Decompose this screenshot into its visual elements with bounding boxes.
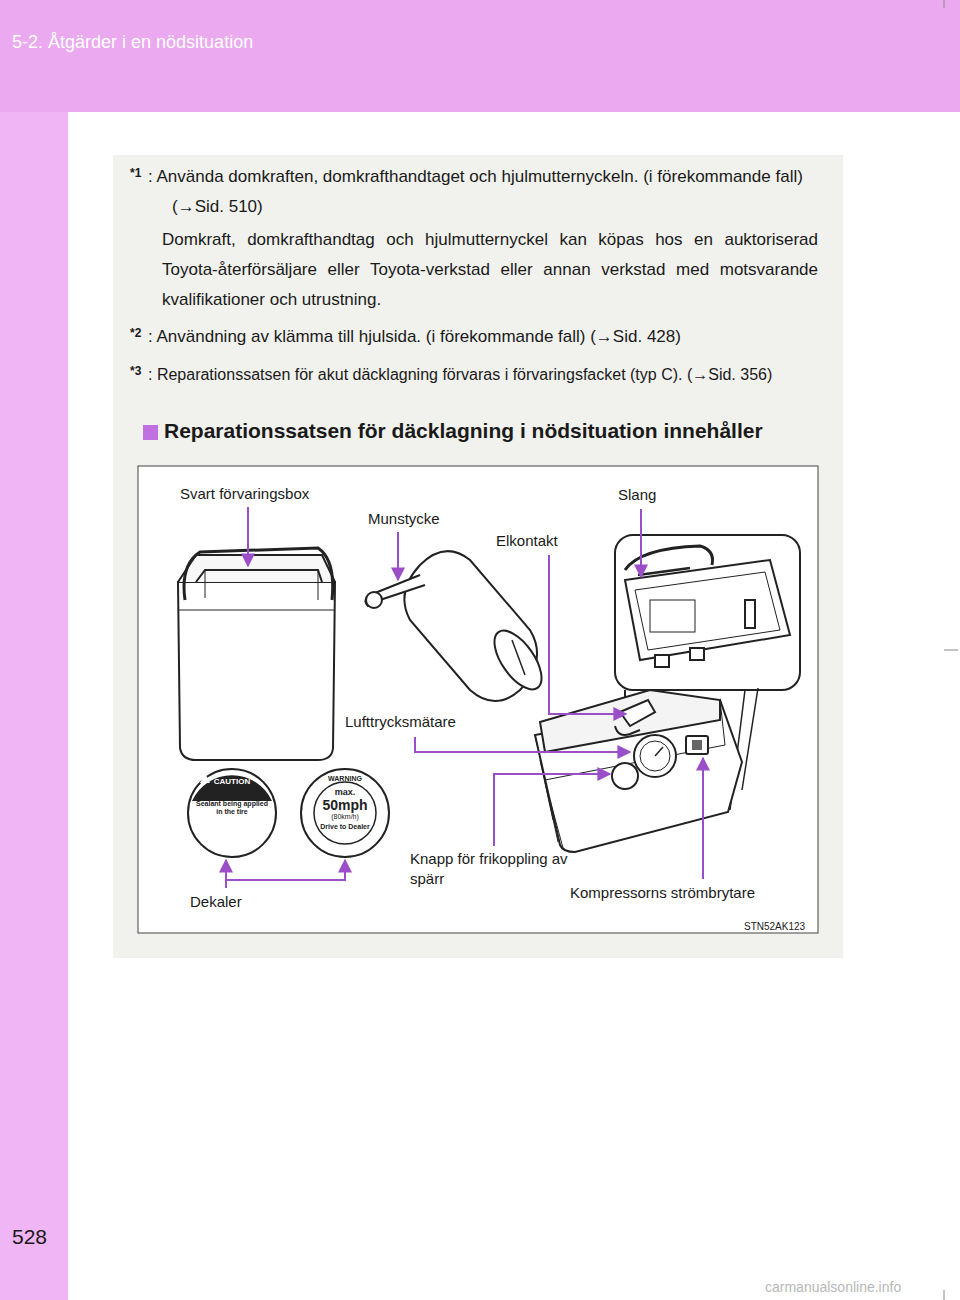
footnote-text: : Använda domkraften, domkrafthandtaget …: [148, 162, 820, 222]
part-label: Knapp för frikoppling av spärr: [410, 849, 590, 889]
node-text: max.: [299, 783, 391, 797]
part-label: Kompressorns strömbrytare: [570, 883, 810, 902]
footnote-marker: *2: [130, 326, 150, 341]
side-strip: [0, 112, 68, 1300]
warning-decal: WARNINGmax.50mph(80km/h)Drive to Dealer: [299, 767, 391, 859]
node-heading: 5-2. Åtgärder i en nödsituation: [0, 0, 960, 53]
part-label: Lufttrycksmätare: [345, 712, 505, 731]
header-band-ground: [0, 0, 960, 112]
note-paragraph: Domkraft, domkrafthandtag och hjulmutter…: [162, 225, 818, 315]
watermark: carmanualsonline.info: [765, 1278, 955, 1296]
footnote-text: : Reparationssatsen för akut däcklagning…: [148, 360, 820, 390]
nozzle-bag: [365, 551, 550, 701]
node-text: Sealant being applied in the tire: [186, 786, 278, 816]
node-text: (80km/h): [299, 813, 391, 821]
caution-decal: CAUTIONSealant being applied in the tire: [186, 767, 278, 859]
header-band: 5-2. Åtgärder i en nödsituation: [0, 0, 960, 112]
inset-compressor-open: [615, 535, 800, 700]
footnote-marker: *1: [130, 166, 150, 181]
section-heading: Reparationssatsen för däcklagning i nöds…: [164, 418, 824, 444]
crop-mark: [944, 1290, 945, 1300]
heading-bullet: [143, 425, 158, 440]
content-panel: [113, 155, 843, 958]
node-heading: WARNING: [299, 767, 391, 783]
warning-triangle: [200, 773, 210, 783]
storage-box: [178, 548, 335, 760]
part-label: Dekaler: [190, 892, 280, 911]
node-heading: CAUTION: [186, 767, 278, 786]
figure-code: STN52AK123: [744, 920, 816, 933]
node-text: 50mph: [299, 797, 391, 813]
footnote-text: : Användning av klämma till hjulsida. (i…: [148, 322, 820, 352]
figure-frame: [138, 466, 818, 933]
footnote-marker: *3: [130, 364, 150, 379]
leader-lines: [226, 507, 703, 888]
crop-mark: [944, 0, 945, 8]
crop-mark: [944, 650, 958, 651]
part-label: Svart förvaringsbox: [180, 484, 360, 503]
part-label: Munstycke: [368, 509, 488, 528]
part-label: Elkontakt: [496, 531, 606, 550]
page-number: 528: [12, 1224, 92, 1250]
node-text: Drive to Dealer: [299, 821, 391, 831]
part-label: Slang: [618, 485, 698, 504]
inset-pointer: [742, 688, 758, 790]
